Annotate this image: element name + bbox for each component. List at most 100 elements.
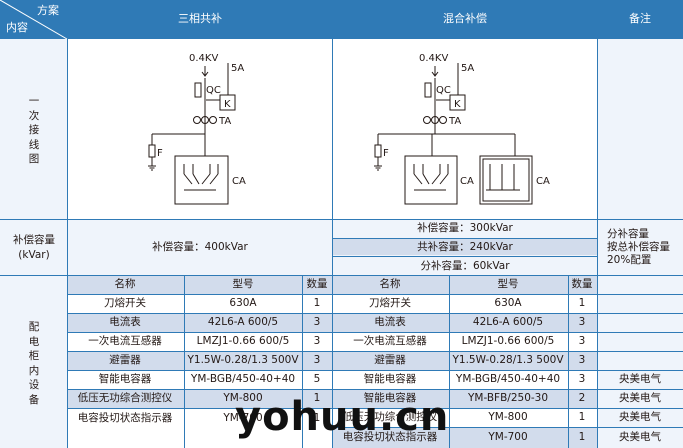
capacity-common-band [332,238,597,255]
grid-line [0,275,683,276]
equip-header-name-right: 名称 [379,278,401,290]
grid-line [332,427,683,428]
equip-name: 低压无功综合测控仪 [342,411,438,423]
equip-name: 一次电流互感器 [88,335,162,347]
grid-line [67,313,683,314]
equip-name: 智能电容器 [363,392,417,404]
equip-remark: 央美电气 [619,411,661,423]
equip-name: 智能电容器 [363,373,417,385]
capacity-hunhe-common: 共补容量：240kVar [417,241,513,253]
equip-model: 630A [494,297,522,309]
equip-qty: 1 [578,431,586,443]
grid-line [0,219,683,220]
equip-band-right-2 [332,351,597,370]
equip-name: 低压无功综合测控仪 [77,392,173,404]
equip-header-qty-left: 数量 [306,278,328,290]
header-corner-diagonal [0,0,68,39]
equip-name: 避雷器 [374,354,406,366]
diagram-ca: CA [460,176,474,187]
grid-line [332,0,333,448]
diagram-qc: QC [436,85,451,96]
capacity-hunhe-split: 分补容量：60kVar [420,260,510,272]
row-label-diagram: 一次接线图 [28,95,40,165]
equip-name: 电容投切状态指示器 [342,431,438,443]
equip-remark: 央美电气 [619,373,661,385]
equip-remark: 央美电气 [619,431,661,443]
grid-line [67,0,68,448]
equip-qty: 1 [578,297,586,309]
equip-model: YM-700 [488,431,528,443]
equip-qty: 5 [313,373,321,385]
header-corner-top: 方案 [37,4,59,17]
equip-name: 避雷器 [109,354,141,366]
equip-name: 电容投切状态指示器 [77,412,173,424]
equip-qty: 3 [578,373,586,385]
diagram-voltage: 0.4KV [419,53,448,64]
equip-model: YM-BGB/450-40+40 [455,373,561,385]
row-label-capacity-unit: (kVar) [18,249,50,261]
equip-name: 刀熔开关 [104,297,146,309]
equip-model: Y1.5W-0.28/1.3 500V [452,354,564,366]
equip-qty: 1 [578,411,586,423]
equip-model: YM-800 [488,411,528,423]
equip-header-qty-right: 数量 [571,278,593,290]
equip-model: YM-BGB/450-40+40 [190,373,296,385]
watermark-text: yohuu.cn [235,394,450,440]
equip-qty: 3 [578,354,586,366]
equip-model: 630A [229,297,257,309]
equip-name: 一次电流互感器 [353,335,427,347]
diagram-current: 5A [231,63,244,74]
capacity-remark-line3: 20%配置 [607,254,652,266]
equip-header-model-right: 型号 [497,278,519,290]
grid-line [332,256,597,257]
capacity-sanxiang: 补偿容量：400kVar [152,241,248,253]
grid-line [67,294,683,295]
grid-line [67,332,683,333]
diagram-qc: QC [206,85,221,96]
diagram-ta: TA [448,116,461,127]
grid-line [568,275,569,448]
equip-qty: 3 [578,335,586,347]
diagram-k: K [224,99,231,110]
equip-qty: 1 [313,392,321,404]
row-label-cabinet: 配电柜内设备 [28,321,40,406]
capacity-remark-line2: 按总补偿容量 [607,241,670,253]
header-hunhe: 混合补偿 [443,12,487,25]
grid-line [67,389,683,390]
grid-line [597,0,598,448]
grid-line [67,408,683,409]
equip-band-left-2 [67,351,332,370]
equip-header-model-left: 型号 [232,278,254,290]
grid-line [332,238,597,239]
equip-model: Y1.5W-0.28/1.3 500V [187,354,299,366]
header-corner-bottom: 内容 [6,21,28,34]
wiring-diagram-sanxiang: 0.4KV 5A QC K TA F CA [148,53,246,205]
header-sanxiang: 三相共补 [178,12,222,25]
diagram-current: 5A [461,63,474,74]
equip-name: 刀熔开关 [369,297,411,309]
equip-qty: 3 [313,354,321,366]
grid-line [449,275,450,448]
diagram-k: K [454,99,461,110]
diagram-ca: CA [536,176,550,187]
equip-remark-bg [597,275,683,448]
equip-name: 电流表 [109,316,141,328]
capacity-hunhe-total: 补偿容量：300kVar [417,222,513,234]
equip-header-name-left: 名称 [114,278,136,290]
equip-qty: 1 [313,412,321,424]
wiring-diagram-hunhe: 0.4KV 5A QC K TA F CA CA [374,53,550,205]
grid-line [67,351,683,352]
table-header-bar [0,0,683,39]
diagram-f: F [383,148,389,159]
equip-name: 智能电容器 [98,373,152,385]
grid-line [67,370,683,371]
equip-band-right-4 [332,427,597,448]
grid-line [184,275,185,448]
equip-model: 42L6-A 600/5 [207,316,279,328]
diagram-f: F [157,148,163,159]
equip-model: YM-BFB/250-30 [467,392,549,404]
header-remark: 备注 [629,12,651,25]
equip-model: 42L6-A 600/5 [472,316,544,328]
equip-name: 电流表 [374,316,406,328]
capacity-remark-bg [597,219,683,275]
